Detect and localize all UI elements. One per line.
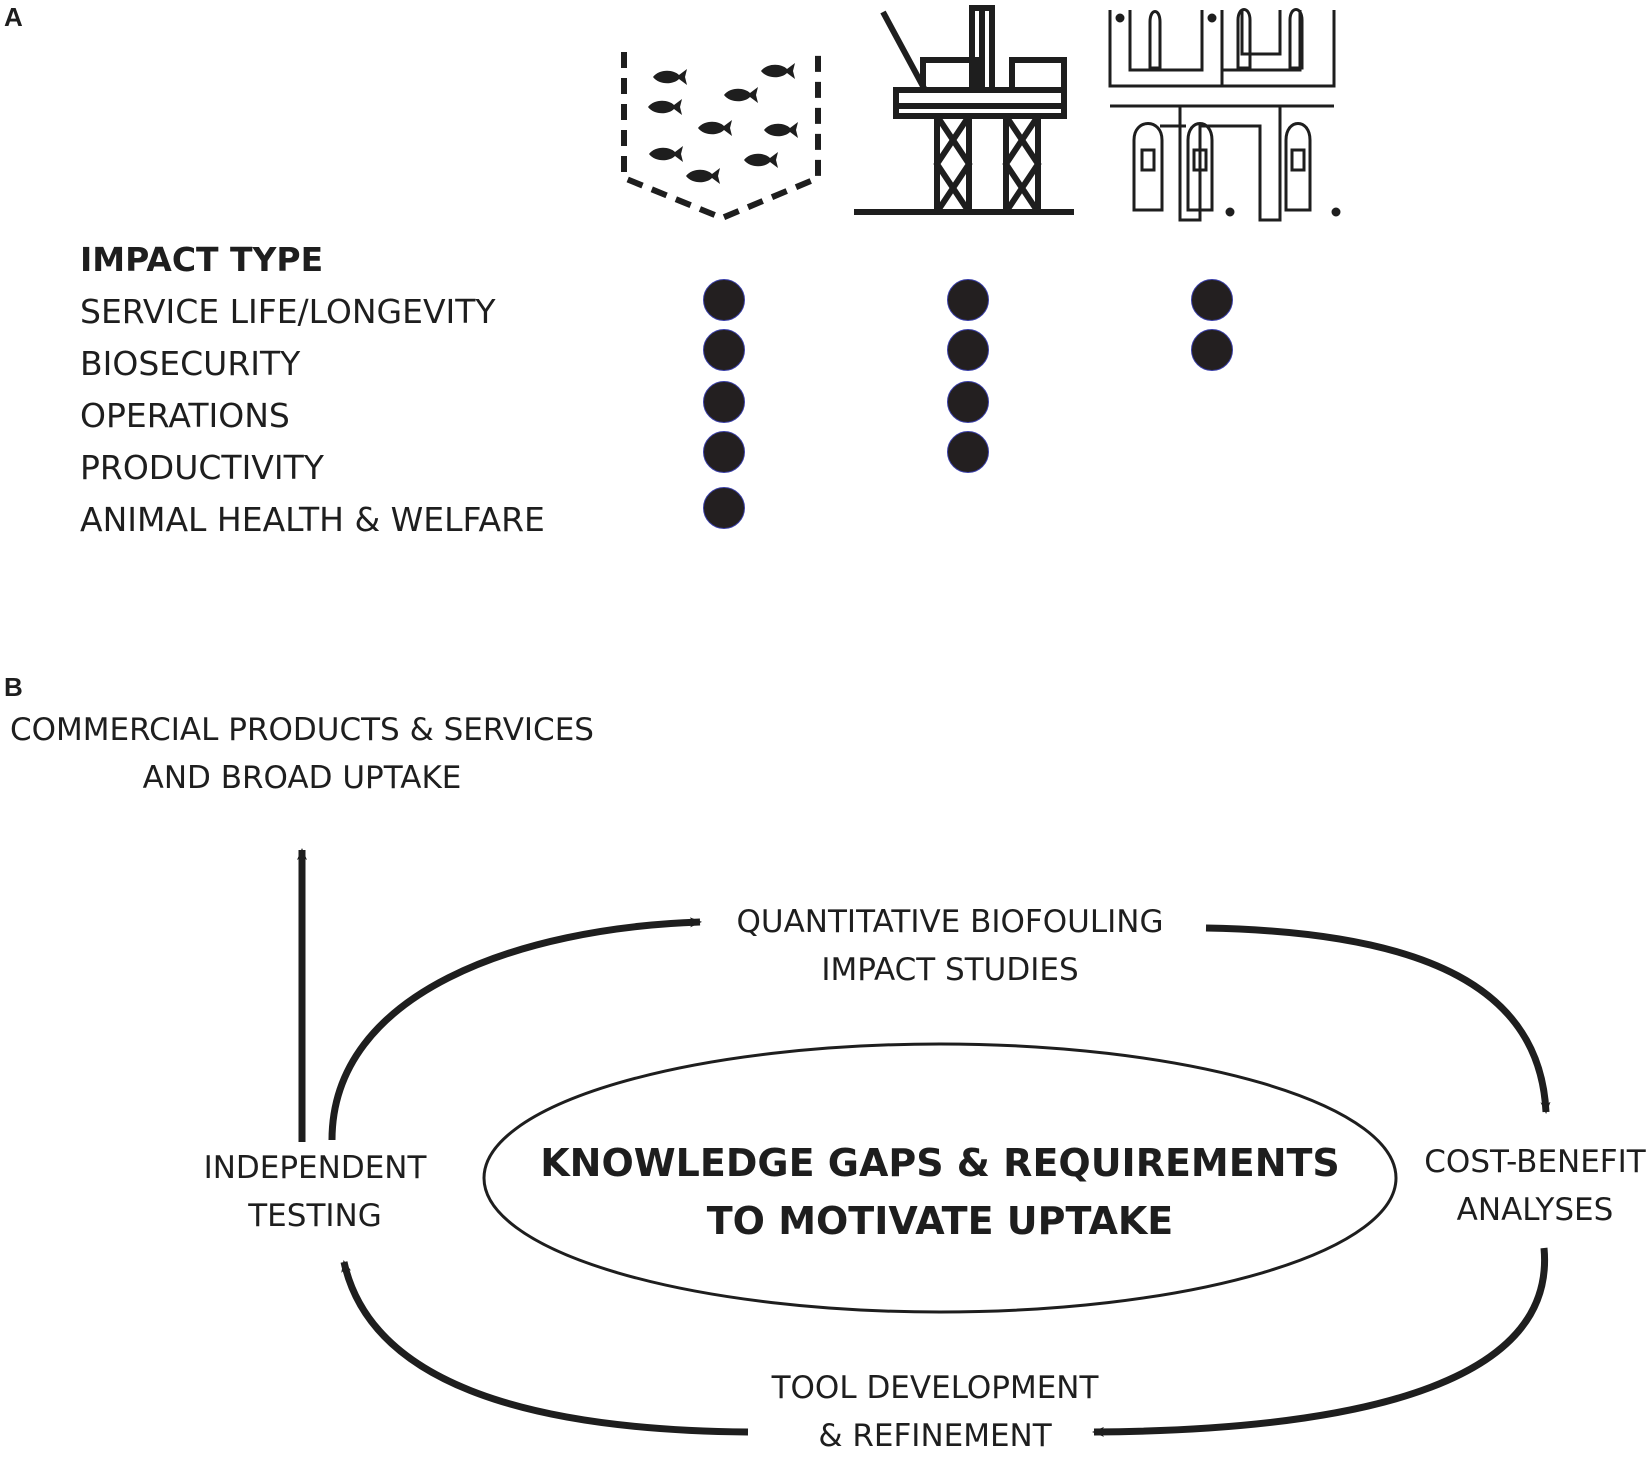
impact-dot-r0-c0 <box>703 279 745 321</box>
impact-dot-r1-c2 <box>1191 329 1233 371</box>
impact-dot-r0-c2 <box>1191 279 1233 321</box>
impact-type-service-life: SERVICE LIFE/LONGEVITY <box>80 292 496 331</box>
stage-independent-testing: INDEPENDENT TESTING <box>180 1144 450 1240</box>
arrow-tooldev-to-testing <box>340 1260 749 1436</box>
center-label-line-1: KNOWLEDGE GAPS & REQUIREMENTS <box>540 1141 1340 1185</box>
panel-a-letter: A <box>4 2 23 32</box>
arrow-quantitative-to-costbenefit <box>1205 924 1551 1114</box>
fish-pen-icon <box>621 52 821 222</box>
marina-icon <box>1108 8 1341 222</box>
stage-quantitative: QUANTITATIVE BIOFOULING IMPACT STUDIES <box>700 898 1200 994</box>
stage-commercial-line-1: COMMERCIAL PRODUCTS & SERVICES <box>10 712 594 748</box>
impact-dot-r2-c1 <box>947 381 989 423</box>
oil-platform-icon <box>854 5 1074 215</box>
stage-independent-testing-line-1: INDEPENDENT <box>203 1150 427 1186</box>
impact-type-animal-health: ANIMAL HEALTH & WELFARE <box>80 500 545 539</box>
impact-dot-r4-c0 <box>703 487 745 529</box>
center-label: KNOWLEDGE GAPS & REQUIREMENTS TO MOTIVAT… <box>520 1134 1360 1250</box>
impact-dot-r3-c1 <box>947 431 989 473</box>
stage-commercial: COMMERCIAL PRODUCTS & SERVICES AND BROAD… <box>0 706 604 802</box>
impact-dot-r1-c1 <box>947 329 989 371</box>
stage-independent-testing-line-2: TESTING <box>248 1198 382 1234</box>
cycle-diagram <box>297 848 1551 1437</box>
impact-dot-r0-c1 <box>947 279 989 321</box>
stage-cost-benefit-line-2: ANALYSES <box>1456 1192 1614 1228</box>
center-ellipse <box>482 1042 1398 1314</box>
impact-dot-r3-c0 <box>703 431 745 473</box>
arrow-testing-to-quantitative <box>328 917 702 1141</box>
center-label-line-2: TO MOTIVATE UPTAKE <box>706 1199 1174 1243</box>
impact-type-biosecurity: BIOSECURITY <box>80 344 301 383</box>
impact-type-productivity: PRODUCTIVITY <box>80 448 324 487</box>
stage-cost-benefit: COST-BENEFIT ANALYSES <box>1410 1138 1650 1234</box>
impact-type-header: IMPACT TYPE <box>80 240 324 279</box>
stage-quantitative-line-1: QUANTITATIVE BIOFOULING <box>736 904 1164 940</box>
arrow-costbenefit-to-tooldev <box>1092 1247 1549 1437</box>
impact-dot-r1-c0 <box>703 329 745 371</box>
panel-b-letter: B <box>4 672 23 702</box>
stage-tool-development: TOOL DEVELOPMENT & REFINEMENT <box>740 1364 1130 1460</box>
impact-type-operations: OPERATIONS <box>80 396 290 435</box>
impact-dot-r2-c0 <box>703 381 745 423</box>
stage-cost-benefit-line-1: COST-BENEFIT <box>1424 1144 1646 1180</box>
stage-tool-development-line-1: TOOL DEVELOPMENT <box>771 1370 1099 1406</box>
stage-quantitative-line-2: IMPACT STUDIES <box>821 952 1079 988</box>
stage-tool-development-line-2: & REFINEMENT <box>818 1418 1052 1454</box>
stage-commercial-line-2: AND BROAD UPTAKE <box>142 760 462 796</box>
